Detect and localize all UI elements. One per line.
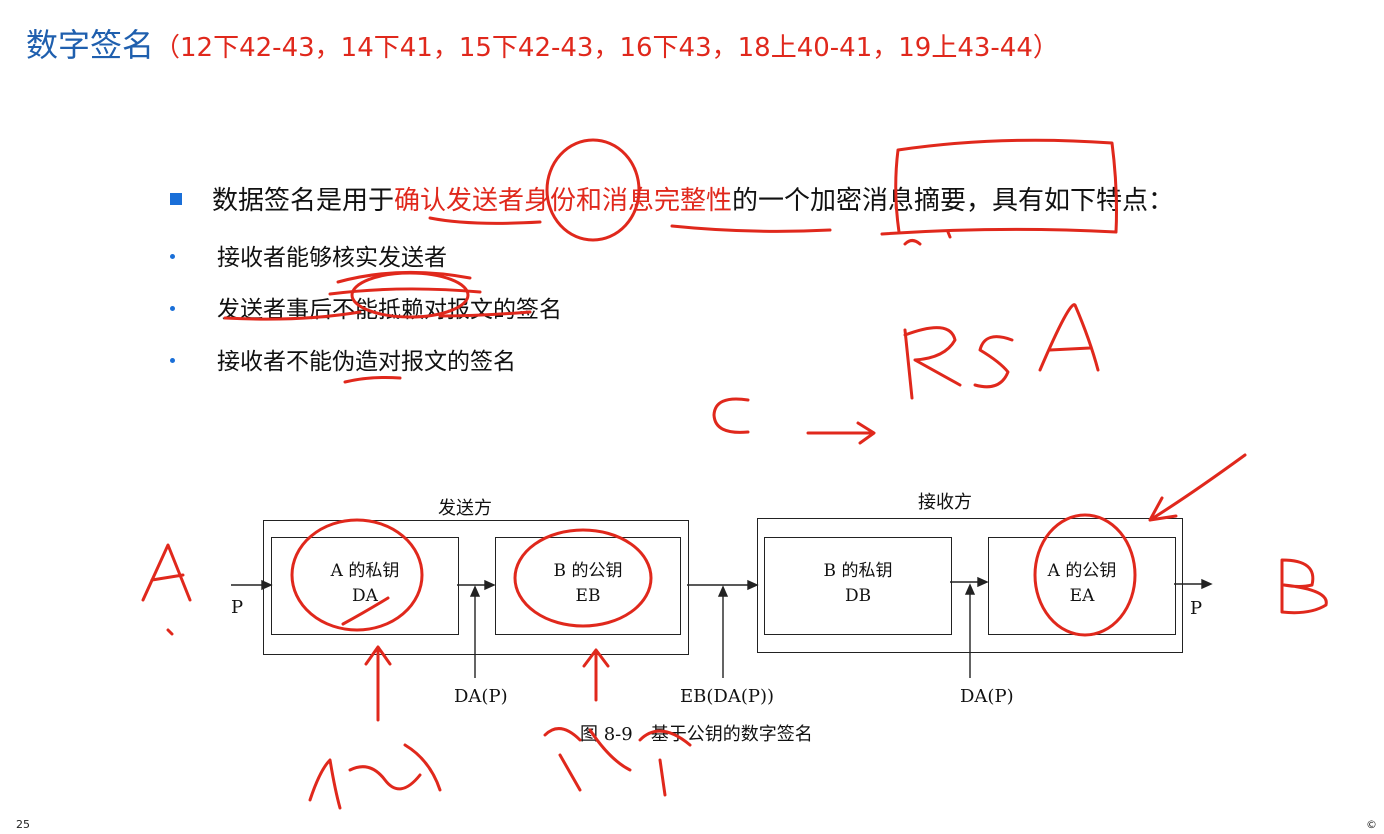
ink-letter-a [1038, 303, 1100, 372]
ink-letter-r [903, 326, 962, 400]
dot-bullet-icon [170, 306, 175, 311]
key-box-title: A 的私钥 [330, 561, 400, 581]
sender-label: 发送方 [438, 498, 492, 519]
figure-caption: 图 8-9 基于公钥的数字签名 [580, 724, 813, 745]
slide-title: 数字签名（12下42-43，14下41，15下42-43，16下43，18上40… [26, 20, 1059, 66]
main-bullet: 数据签名是用于确认发送者身份和消息完整性的一个加密消息摘要，具有如下特点： [170, 180, 1174, 217]
ink-circle [1033, 513, 1137, 637]
ink-handwriting [308, 743, 442, 810]
key-box-title: B 的私钥 [823, 561, 893, 581]
ink-strike [341, 596, 390, 626]
title-main: 数字签名 [26, 26, 155, 64]
ink-mark [903, 230, 952, 246]
feature-item: 接收者不能伪造对报文的签名 [170, 342, 516, 376]
dot-bullet-icon [170, 254, 175, 259]
eb-da-p-label: EB(DA(P)) [680, 686, 774, 707]
feature-text: 接收者不能伪造对报文的签名 [217, 349, 516, 375]
square-bullet-icon [170, 192, 182, 205]
ink-bracket [880, 138, 1118, 236]
ink-circle [513, 528, 653, 628]
input-p-label: P [231, 597, 244, 618]
ink-letter-s [973, 335, 1014, 389]
bullet-suffix: 的一个加密消息摘要，具有如下特点： [732, 186, 1175, 216]
ink-arrow [1148, 453, 1247, 522]
feature-item: 接收者能够核实发送者 [170, 238, 447, 272]
key-box-a-private: A 的私钥 DA [271, 537, 459, 635]
ink-letter-a [141, 543, 192, 602]
copyright-mark: © [1366, 818, 1377, 831]
ink-handwriting [543, 727, 692, 797]
ink-arrow [806, 421, 876, 445]
ink-letter-c [712, 397, 750, 434]
ink-circle [545, 138, 641, 242]
slide-number: 25 [16, 818, 30, 831]
ink-underline [223, 310, 532, 321]
ink-underline [343, 376, 402, 384]
ink-arrow [364, 645, 392, 722]
ink-letter-b [1280, 558, 1328, 615]
output-p-label: P [1190, 598, 1203, 619]
da-p-label-receiver: DA(P) [960, 686, 1014, 707]
receiver-label: 接收方 [918, 492, 972, 513]
ink-circle [290, 518, 424, 632]
bullet-prefix: 数据签名是用于 [212, 186, 395, 216]
bullet-highlight: 确认发送者身份和消息完整性 [394, 186, 733, 216]
key-box-symbol: DA [352, 586, 378, 606]
da-p-label: DA(P) [454, 686, 508, 707]
key-box-symbol: EB [575, 586, 601, 606]
key-box-title: B 的公钥 [553, 561, 623, 581]
key-box-symbol: EA [1069, 586, 1095, 606]
key-box-symbol: DB [844, 586, 872, 606]
ink-underline [428, 216, 832, 233]
title-exam-refs: （12下42-43，14下41，15下42-43，16下43，18上40-41，… [154, 33, 1059, 63]
ink-arrow [582, 648, 610, 702]
key-box-b-public: B 的公钥 EB [495, 537, 681, 635]
key-box-b-private: B 的私钥 DB [764, 537, 952, 635]
key-box-title: A 的公钥 [1047, 561, 1117, 581]
dot-bullet-icon [170, 358, 175, 363]
ink-circle [350, 271, 470, 319]
ink-dot [166, 628, 174, 636]
feature-text: 接收者能够核实发送者 [217, 245, 447, 271]
